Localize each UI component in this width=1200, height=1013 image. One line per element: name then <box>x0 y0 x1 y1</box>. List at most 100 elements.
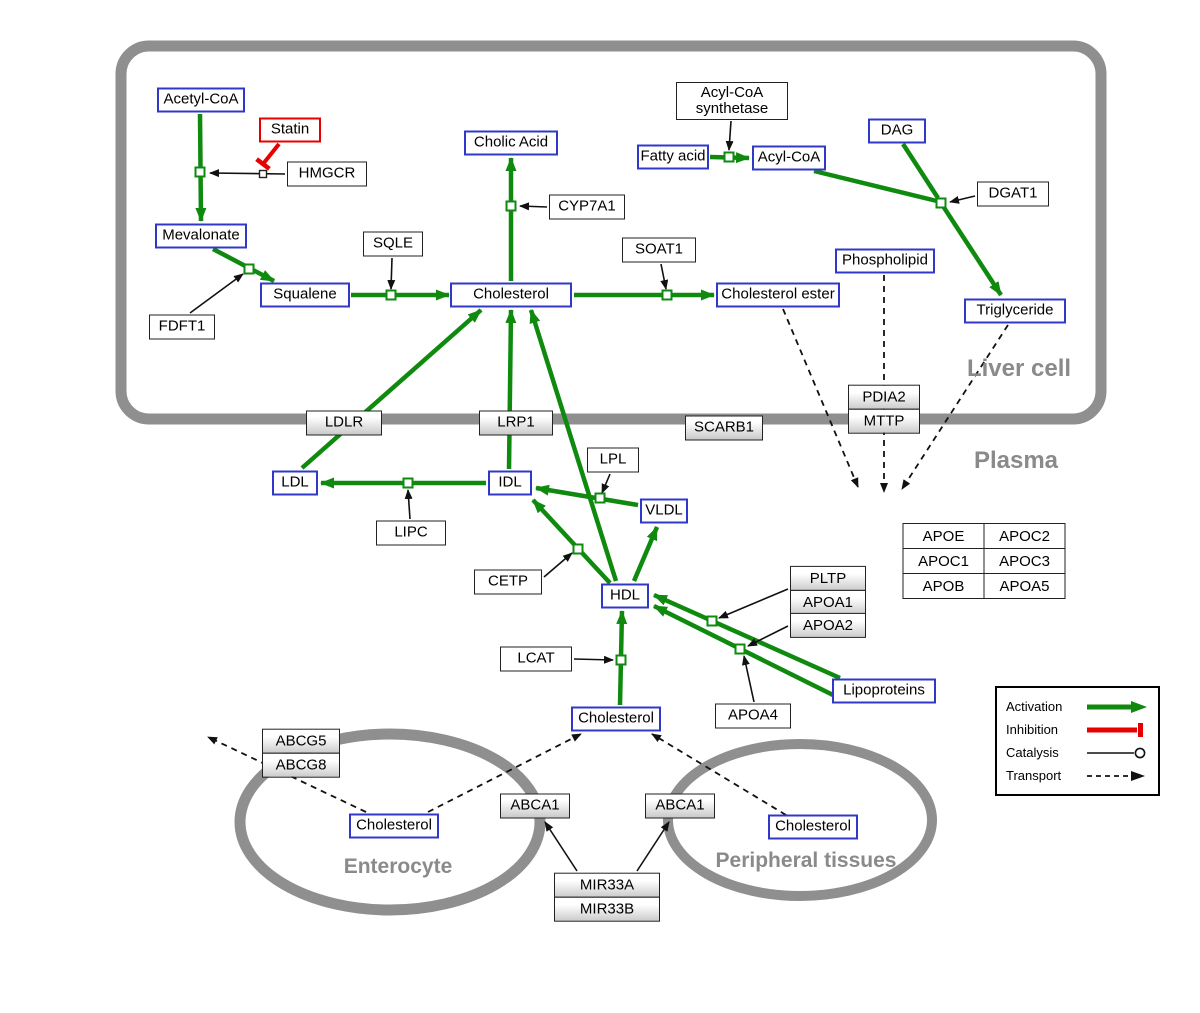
reaction-node <box>594 492 606 504</box>
node-scarb1[interactable]: SCARB1 <box>685 415 763 441</box>
activation-arrow-icon <box>1087 700 1147 713</box>
stack-cell-pdia2[interactable]: PDIA2 <box>848 384 920 410</box>
edge-c15-regulation <box>718 588 789 619</box>
legend-row-activation: Activation <box>1006 695 1149 718</box>
edge-c7-catalysis <box>949 195 976 204</box>
edge-c11-catalysis <box>573 655 614 664</box>
stack-cell-mir33b[interactable]: MIR33B <box>554 896 660 922</box>
node-acs[interactable]: Acyl-CoA synthetase <box>676 82 788 120</box>
node-statin[interactable]: Statin <box>259 117 321 143</box>
apo-cell-apoa5[interactable]: APOA5 <box>984 574 1066 599</box>
node-lipc[interactable]: LIPC <box>376 520 446 546</box>
node-cholesterol_ester[interactable]: Cholesterol ester <box>716 282 840 308</box>
reaction-node <box>661 289 673 301</box>
legend-inhibition-label: Inhibition <box>1006 722 1059 737</box>
node-lcat[interactable]: LCAT <box>500 646 572 672</box>
node-dgat1[interactable]: DGAT1 <box>977 181 1049 207</box>
node-phospholipid[interactable]: Phospholipid <box>835 248 935 274</box>
edge-g16-activation <box>631 526 660 582</box>
liver-cell-label: Liver cell <box>966 355 1072 382</box>
node-cholesterol_liver[interactable]: Cholesterol <box>450 282 572 308</box>
node-cholesterol_plasma[interactable]: Cholesterol <box>571 706 661 732</box>
node-soat1[interactable]: SOAT1 <box>622 237 696 263</box>
node-cetp[interactable]: CETP <box>474 569 542 595</box>
reaction-node <box>615 654 627 666</box>
inhibition-tee-bar <box>255 157 271 171</box>
node-abca1_ent[interactable]: ABCA1 <box>500 793 570 819</box>
node-squalene[interactable]: Squalene <box>260 282 350 308</box>
edge-t1-transport <box>782 308 859 488</box>
node-dag[interactable]: DAG <box>868 118 926 144</box>
node-acetyl_coa[interactable]: Acetyl-CoA <box>157 87 245 113</box>
stack-cell-apoa1[interactable]: APOA1 <box>790 589 866 615</box>
apo-cell-apob[interactable]: APOB <box>903 574 985 599</box>
node-vldl[interactable]: VLDL <box>640 498 688 524</box>
enterocyte-compartment <box>234 728 546 916</box>
edge-g15-activation <box>531 498 612 585</box>
edge-t5-transport <box>651 733 787 816</box>
edge-c8-catalysis <box>404 489 413 520</box>
reaction-node <box>194 166 206 178</box>
edge-t4-transport <box>427 733 582 813</box>
node-abca1_per[interactable]: ABCA1 <box>645 793 715 819</box>
plasma-label: Plasma <box>973 447 1059 474</box>
reaction-node <box>572 543 584 555</box>
apo-cell-apoc1[interactable]: APOC1 <box>903 549 985 574</box>
inhibition-tee-icon <box>1087 722 1143 737</box>
node-cholic_acid[interactable]: Cholic Acid <box>464 130 558 156</box>
legend-row-catalysis: Catalysis <box>1006 741 1149 764</box>
reaction-node <box>385 289 397 301</box>
edge-c10-catalysis <box>543 552 573 578</box>
edge-c4-catalysis <box>519 202 548 211</box>
stack-cell-pltp[interactable]: PLTP <box>790 565 866 591</box>
stack-cell-apoa2[interactable]: APOA2 <box>790 613 866 639</box>
apo-cell-apoc2[interactable]: APOC2 <box>984 524 1066 549</box>
node-idl[interactable]: IDL <box>488 470 532 496</box>
node-hdl[interactable]: HDL <box>601 583 649 609</box>
legend: Activation Inhibition Catalysis Transpor… <box>995 686 1160 796</box>
edge-t6-transport <box>207 736 367 813</box>
edge-g12-activation <box>300 308 483 470</box>
apo-cell-apoc3[interactable]: APOC3 <box>984 549 1066 574</box>
stack-cell-abcg8[interactable]: ABCG8 <box>262 752 340 778</box>
node-mevalonate[interactable]: Mevalonate <box>155 223 247 249</box>
apo-cell-apoe[interactable]: APOE <box>903 524 985 549</box>
stack-cell-mir33a[interactable]: MIR33A <box>554 872 660 898</box>
node-lipoproteins[interactable]: Lipoproteins <box>832 678 936 704</box>
edge-g18-activation <box>653 592 841 681</box>
catalysis-port-node <box>258 169 268 179</box>
node-cyp7a1[interactable]: CYP7A1 <box>549 194 625 220</box>
node-ldlr[interactable]: LDLR <box>306 410 382 436</box>
node-hmgcr[interactable]: HMGCR <box>287 161 367 187</box>
stack-cell-mttp[interactable]: MTTP <box>848 408 920 434</box>
catalysis-circle-icon <box>1087 747 1146 758</box>
node-cholesterol_per[interactable]: Cholesterol <box>768 814 858 840</box>
node-fatty_acid[interactable]: Fatty acid <box>637 144 709 170</box>
node-fdft1[interactable]: FDFT1 <box>149 314 215 340</box>
edge-r1-inhibition <box>261 142 281 166</box>
edge-c3-catalysis <box>387 257 396 290</box>
edge-c14-regulation <box>742 655 755 703</box>
stack-cell-abcg5[interactable]: ABCG5 <box>262 728 340 754</box>
node-apoa4[interactable]: APOA4 <box>715 703 791 729</box>
edge-g9-activation <box>939 201 1003 297</box>
transport-dashed-arrow-icon <box>1087 770 1145 781</box>
edge-c2-catalysis <box>189 273 244 314</box>
node-lpl[interactable]: LPL <box>587 447 639 473</box>
edge-c16-regulation <box>747 625 789 647</box>
peripheral-tissues-compartment <box>663 739 937 901</box>
node-ldl[interactable]: LDL <box>272 470 318 496</box>
liver-cell-compartment <box>115 40 1107 425</box>
node-triglyceride[interactable]: Triglyceride <box>964 298 1066 324</box>
node-sqle[interactable]: SQLE <box>363 231 423 257</box>
node-lrp1[interactable]: LRP1 <box>479 410 553 436</box>
legend-row-transport: Transport <box>1006 764 1149 787</box>
node-cholesterol_ent[interactable]: Cholesterol <box>349 813 439 839</box>
edge-c5-catalysis <box>660 263 669 290</box>
node-acyl_coa[interactable]: Acyl-CoA <box>752 145 826 171</box>
reaction-node <box>706 615 718 627</box>
legend-activation-label: Activation <box>1006 699 1063 714</box>
